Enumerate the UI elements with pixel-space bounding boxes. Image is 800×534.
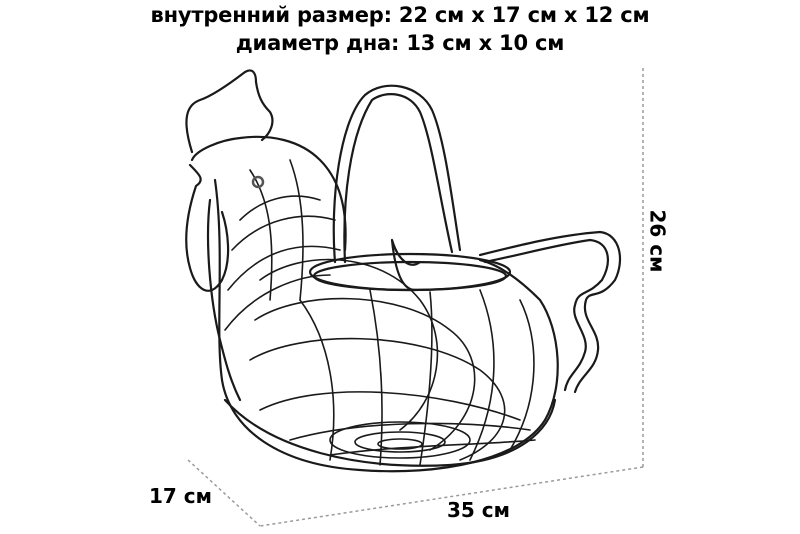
body-outline [213, 178, 559, 473]
comb-icon [185, 69, 274, 154]
width-dimension-label: 35 см [447, 498, 510, 522]
height-dimension-label: 26 см [645, 209, 670, 273]
dimension-guides [187, 68, 644, 527]
depth-guide-line [187, 459, 261, 527]
inner-size-text: внутренний размер: 22 см х 17 см х 12 см [150, 3, 650, 27]
wattle [185, 163, 230, 292]
tail [478, 230, 622, 394]
width-guide-line [259, 466, 644, 527]
eye-icon [251, 175, 265, 189]
handle [332, 84, 462, 264]
bottom-diameter-text: диаметр дна: 13 см х 10 см [235, 31, 565, 55]
wire-chicken-basket [185, 69, 622, 473]
depth-dimension-label: 17 см [149, 484, 212, 508]
